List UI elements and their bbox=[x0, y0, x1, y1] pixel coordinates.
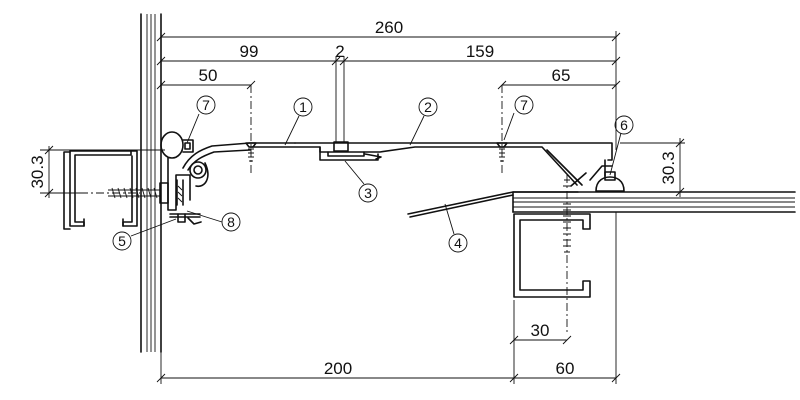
dim-right-span: 159 bbox=[466, 42, 494, 61]
dim-height-left: 30.3 bbox=[28, 155, 47, 188]
wall bbox=[140, 13, 162, 353]
svg-text:6: 6 bbox=[620, 117, 628, 133]
svg-text:1: 1 bbox=[299, 99, 307, 115]
fixing-screw-right bbox=[496, 85, 508, 175]
svg-text:8: 8 bbox=[227, 214, 235, 230]
callout-8: 8 bbox=[221, 212, 241, 232]
joint-connector bbox=[319, 141, 382, 161]
dimension-lines bbox=[40, 31, 685, 384]
dim-right-fixing: 65 bbox=[552, 66, 571, 85]
svg-text:3: 3 bbox=[364, 185, 372, 201]
right-gasket bbox=[595, 171, 625, 192]
dim-bottom-left: 200 bbox=[324, 359, 352, 378]
callout-leaders bbox=[130, 112, 622, 237]
dim-gap: 2 bbox=[335, 42, 344, 61]
dim-left-fixing: 50 bbox=[199, 66, 218, 85]
roof-panel bbox=[512, 191, 796, 213]
dim-bracket-width: 30 bbox=[531, 321, 550, 340]
fixing-screw-left bbox=[245, 85, 257, 175]
top-flashing bbox=[249, 142, 613, 186]
svg-text:7: 7 bbox=[202, 97, 210, 113]
right-c-channel bbox=[513, 172, 591, 335]
dim-overall-width: 260 bbox=[375, 18, 403, 37]
left-c-channel bbox=[63, 150, 138, 230]
dim-bottom-right: 60 bbox=[556, 359, 575, 378]
left-profile-assembly bbox=[160, 131, 296, 225]
callout-7-left: 7 bbox=[196, 95, 216, 115]
svg-text:5: 5 bbox=[118, 233, 126, 249]
callout-6: 6 bbox=[614, 115, 634, 135]
svg-text:2: 2 bbox=[424, 99, 432, 115]
callout-1: 1 bbox=[293, 97, 313, 117]
callout-7-right: 7 bbox=[514, 95, 534, 115]
dim-height-right: 30.3 bbox=[659, 151, 678, 184]
callout-5: 5 bbox=[112, 231, 132, 251]
dimension-labels: 260 99 2 159 50 65 30.3 30.3 200 60 30 bbox=[28, 18, 678, 378]
svg-text:7: 7 bbox=[520, 97, 528, 113]
svg-text:4: 4 bbox=[454, 235, 462, 251]
callout-2: 2 bbox=[418, 97, 438, 117]
callout-3: 3 bbox=[358, 183, 378, 203]
callout-4: 4 bbox=[448, 233, 468, 253]
dim-left-span: 99 bbox=[240, 42, 259, 61]
